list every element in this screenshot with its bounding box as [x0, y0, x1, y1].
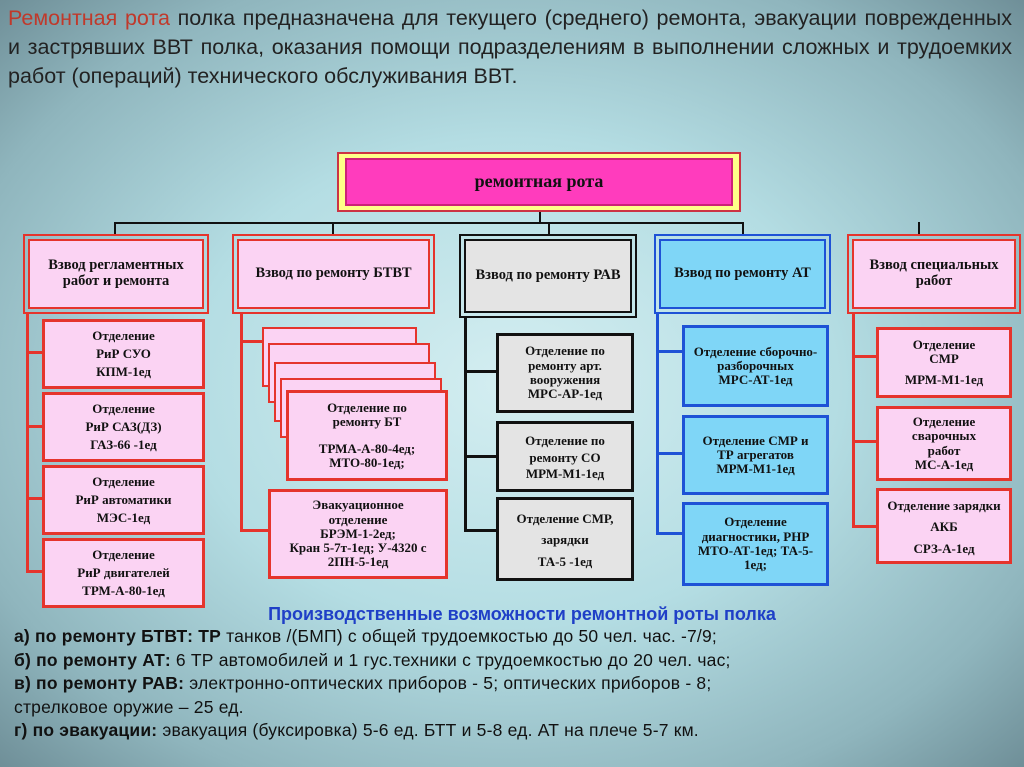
unit-line: ТРМА-А-80-4ед;: [318, 440, 416, 456]
unit-line: МС-А-1ед: [914, 456, 974, 472]
unit-line: МРМ-М1-1ед: [716, 461, 795, 477]
unit-line: РиР автоматики: [75, 491, 172, 507]
root-box: ремонтная рота: [345, 158, 733, 206]
platoon-label: Взвод по ремонту АТ: [674, 265, 811, 282]
platoon-label: Взвод по ремонту РАВ: [475, 267, 621, 284]
intro-text: полка предназначена для текущего (средне…: [8, 6, 1013, 88]
capability-label: в) по ремонту РАВ:: [14, 673, 185, 693]
platoon-label: Взвод по ремонту БТВТ: [255, 265, 412, 282]
unit-line: МРМ-М1-1ед: [904, 371, 984, 387]
platoon-at: Взвод по ремонту АТ: [654, 234, 831, 314]
platoon-special: Взвод специальных работ: [847, 234, 1021, 314]
unit-line: МТО-80-1ед;: [329, 454, 405, 470]
capability-label: а) по ремонту БТВТ: ТР: [14, 626, 222, 646]
unit-line: КПМ-1ед: [96, 364, 151, 380]
unit-line: РиР СУО: [96, 345, 151, 361]
unit-line: Кран 5-7т-1ед; У-4320 с 2ПН-5-1ед: [289, 540, 427, 570]
unit-line: РиР двигателей: [77, 564, 170, 580]
intro-highlight: Ремонтная рота: [8, 6, 170, 30]
unit-line: Отделение зарядки АКБ: [887, 498, 1001, 534]
capabilities-section: Производственные возможности ремонтной р…: [0, 604, 1024, 743]
unit-line: Отделение СМР: [912, 337, 976, 367]
intro-paragraph: Ремонтная рота полка предназначена для т…: [8, 4, 1012, 91]
capability-row: а) по ремонту БТВТ: ТР танков /(БМП) с о…: [0, 625, 1024, 649]
unit-line: Отделение: [92, 546, 155, 562]
capability-text: стрелковое оружие – 25 ед.: [14, 696, 244, 717]
unit-line: МРС-АТ-1ед: [718, 372, 793, 388]
platoon-label: Взвод специальных работ: [869, 257, 999, 289]
unit-diagnostics: Отделение диагностики, РНР МТО-АТ-1ед; Т…: [682, 502, 829, 586]
platoon-label: Взвод регламентных работ и ремонта: [48, 257, 184, 289]
unit-line: Отделение: [92, 473, 155, 489]
unit-line: ГАЗ-66 -1ед: [90, 437, 157, 453]
unit-line: МРС-АР-1ед: [527, 386, 603, 402]
capability-row: в) по ремонту РАВ: электронно-оптических…: [0, 672, 1024, 696]
unit-line: Отделение сборочно-разборочных: [693, 343, 818, 373]
capability-text: эвакуация (буксировка) 5-6 ед. БТТ и 5-8…: [157, 720, 699, 740]
unit-line: БРЭМ-1-2ед;: [320, 525, 396, 541]
unit-smr: Отделение СМР МРМ-М1-1ед: [876, 327, 1012, 398]
unit-line: Отделение: [92, 400, 155, 416]
unit-line: ТРМ-А-80-1ед: [82, 583, 165, 599]
capability-text: электронно-оптических приборов - 5; опти…: [184, 673, 712, 693]
unit-line: Отделение по ремонту СО: [525, 432, 605, 466]
unit-battery: Отделение зарядки АКБ СРЗ-А-1ед: [876, 488, 1012, 564]
unit-line: Отделение СМР и ТР агрегатов: [702, 432, 809, 462]
unit-bt-repair: Отделение по ремонту БТ ТРМА-А-80-4ед;МТО…: [286, 390, 448, 481]
unit-line: ТА-5 -1ед: [537, 553, 593, 569]
platoon-reglament: Взвод регламентных работ и ремонта: [23, 234, 209, 314]
platoon-rav: Взвод по ремонту РАВ: [459, 234, 637, 318]
unit-line: МЭС-1ед: [96, 510, 151, 526]
capability-text: танков /(БМП) с общей трудоемкостью до 5…: [221, 626, 717, 646]
capabilities-title: Производственные возможности ремонтной р…: [268, 604, 776, 624]
unit-line: Отделение сварочных работ: [911, 413, 977, 458]
unit-line: РиР САЗ(ДЗ): [85, 418, 162, 434]
capability-label: г) по эвакуации:: [14, 720, 158, 740]
root-label: ремонтная рота: [474, 171, 604, 192]
unit-line: Отделение диагностики, РНР МТО-АТ-1ед; Т…: [697, 514, 814, 558]
capability-label: б) по ремонту АТ:: [14, 649, 171, 670]
unit-line: Отделение по ремонту арт. вооружения: [525, 343, 605, 387]
unit-line: Отделение по ремонту БТ: [327, 399, 407, 430]
unit-line: Отделение: [92, 327, 155, 343]
capability-row: г) по эвакуации: эвакуация (буксировка) …: [0, 719, 1024, 743]
unit-line: СРЗ-А-1ед: [913, 540, 975, 556]
unit-line: Отделение СМР, зарядки: [516, 511, 614, 547]
platoon-btvt: Взвод по ремонту БТВТ: [232, 234, 435, 314]
unit-line: МРМ-М1-1ед: [525, 465, 605, 481]
unit-line: Эвакуационное отделение: [312, 497, 404, 527]
capability-row: стрелковое оружие – 25 ед.: [0, 696, 1024, 720]
capability-row: б) по ремонту АТ: 6 ТР автомобилей и 1 г…: [0, 649, 1024, 673]
capability-text: 6 ТР автомобилей и 1 гус.техники с трудо…: [170, 649, 731, 670]
unit-line: 1ед;: [743, 557, 767, 573]
